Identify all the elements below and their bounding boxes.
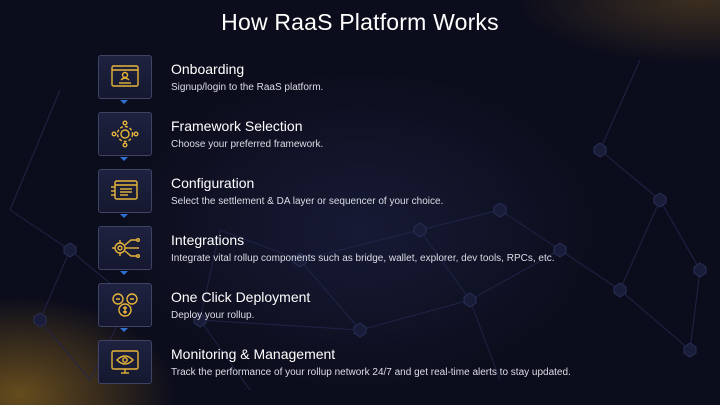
step-description: Signup/login to the RaaS platform. [171,82,324,93]
step-connector-arrow [120,100,128,104]
step-framework-selection: Framework Selection Choose your preferre… [98,112,698,161]
step-description: Integrate vital rollup components such a… [171,253,555,264]
step-title: Framework Selection [171,118,303,134]
step-description: Deploy your rollup. [171,310,255,321]
step-onboarding: Onboarding Signup/login to the RaaS plat… [98,55,698,104]
step-connector-arrow [120,271,128,275]
step-description: Choose your preferred framework. [171,139,324,150]
gear-network-icon [98,112,152,156]
step-description: Select the settlement & DA layer or sequ… [171,196,444,207]
step-title: One Click Deployment [171,289,311,305]
gear-connections-icon [98,226,152,270]
step-connector-arrow [120,328,128,332]
step-title: Onboarding [171,61,245,77]
step-monitoring-management: Monitoring & Management Track the perfor… [98,340,698,384]
config-window-icon [98,169,152,213]
step-title: Configuration [171,175,255,191]
step-description: Track the performance of your rollup net… [171,367,571,378]
step-one-click-deployment: One Click Deployment Deploy your rollup. [98,283,698,332]
step-connector-arrow [120,214,128,218]
login-screen-icon [98,55,152,99]
step-configuration: Configuration Select the settlement & DA… [98,169,698,218]
step-title: Monitoring & Management [171,346,336,362]
deploy-coins-icon [98,283,152,327]
step-title: Integrations [171,232,245,248]
step-connector-arrow [120,157,128,161]
step-integrations: Integrations Integrate vital rollup comp… [98,226,698,275]
monitoring-eye-icon [98,340,152,384]
page-title: How RaaS Platform Works [221,9,499,35]
